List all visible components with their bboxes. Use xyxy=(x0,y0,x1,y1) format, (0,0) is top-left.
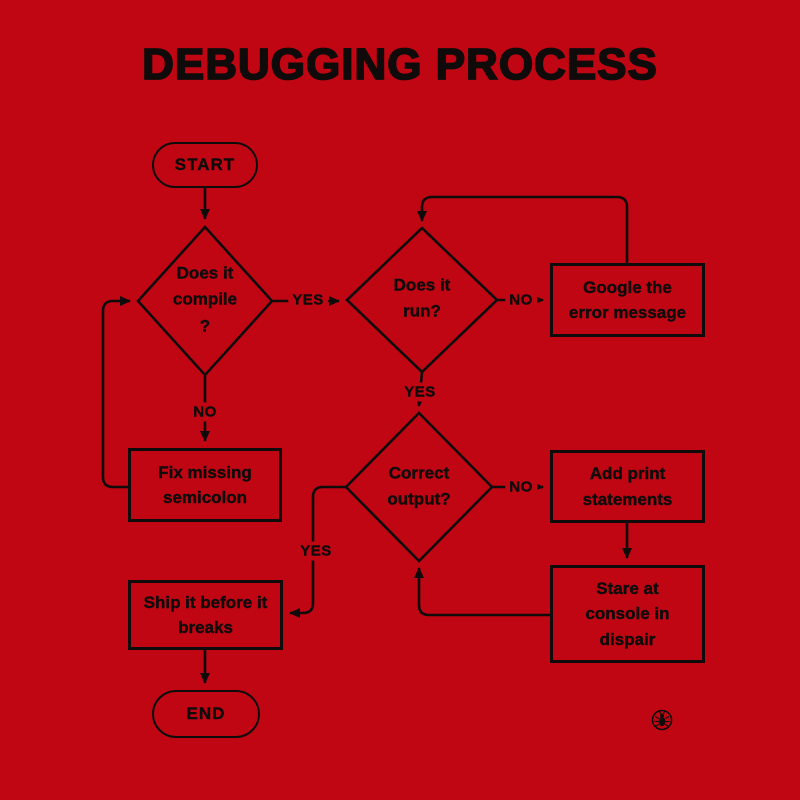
edge-label-correct-yes: YES xyxy=(296,541,336,561)
edge-label-run-yes: YES xyxy=(400,382,440,402)
bug-icon xyxy=(651,709,673,731)
node-does-it-compile: Does it compile ? xyxy=(172,263,238,336)
node-stare-console: Stare at console in dispair xyxy=(550,565,705,663)
node-end-label: END xyxy=(186,704,226,724)
node-does-it-run: Does it run? xyxy=(393,275,451,321)
node-end: END xyxy=(152,690,260,738)
edge-label-compile-no: NO xyxy=(189,402,221,422)
diamond-correct-outline xyxy=(344,411,494,563)
node-fix-semicolon: Fix missing semicolon xyxy=(128,448,282,522)
node-ship-it-label: Ship it before it breaks xyxy=(143,592,268,637)
edge-label-correct-no: NO xyxy=(505,477,537,497)
node-add-print: Add print statements xyxy=(550,450,705,523)
node-google-error: Google the error message xyxy=(550,263,705,337)
node-stare-console-label: Stare at console in dispair xyxy=(585,578,670,649)
page-title: DEBUGGING PROCESS xyxy=(141,39,658,90)
node-fix-semicolon-label: Fix missing semicolon xyxy=(158,462,252,507)
node-start-label: START xyxy=(174,155,236,175)
edge-label-run-no: NO xyxy=(505,290,537,310)
node-correct-output: Correct output? xyxy=(387,463,451,509)
node-start: START xyxy=(152,142,258,188)
node-ship-it: Ship it before it breaks xyxy=(128,580,283,650)
connector-google-run-loop xyxy=(417,195,629,263)
node-add-print-label: Add print statements xyxy=(582,464,673,509)
node-google-error-label: Google the error message xyxy=(568,277,687,322)
connector-stare-correct-loop xyxy=(414,567,550,617)
connector-fix-compile-loop xyxy=(101,296,131,489)
edge-label-compile-yes: YES xyxy=(288,290,328,310)
